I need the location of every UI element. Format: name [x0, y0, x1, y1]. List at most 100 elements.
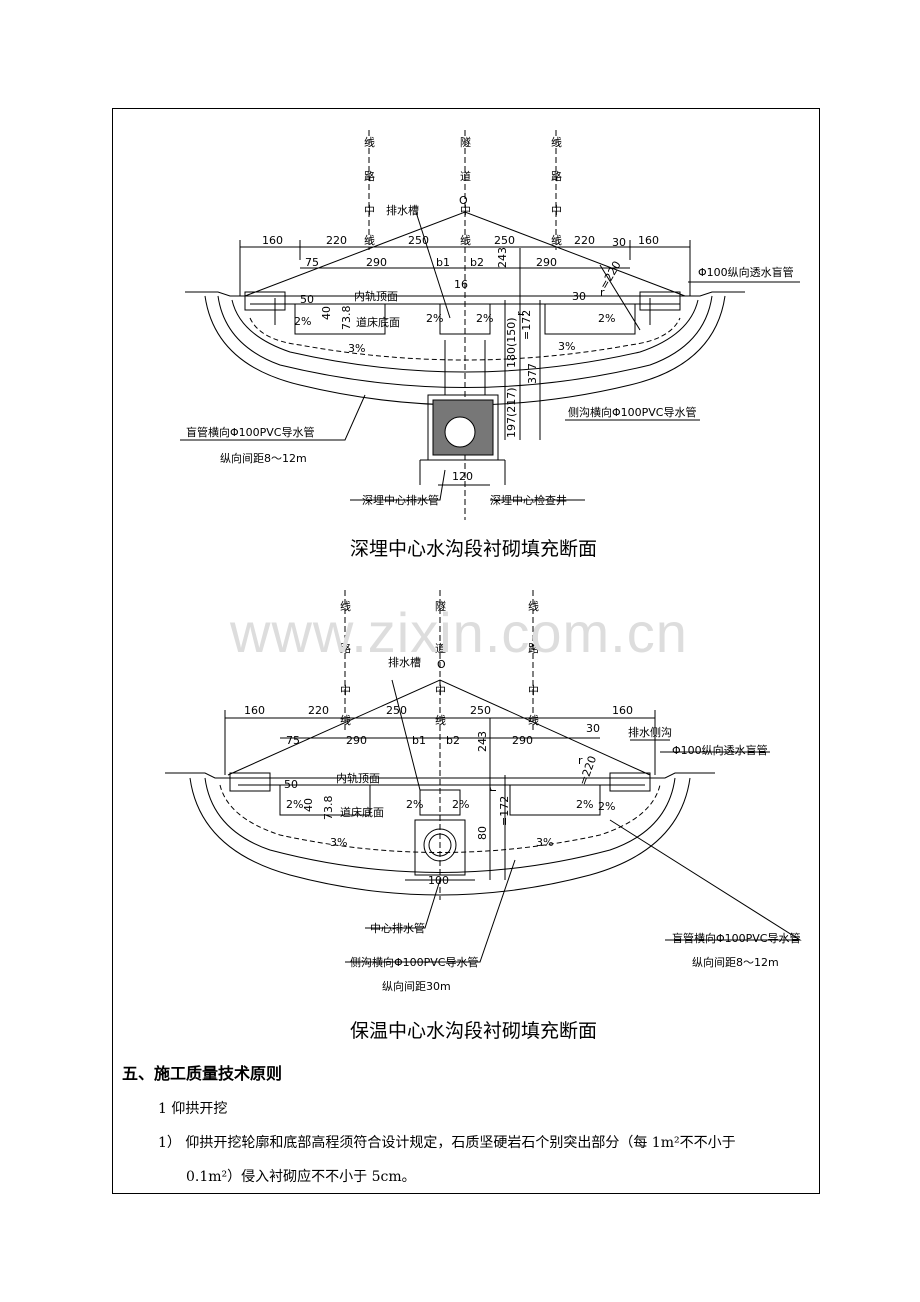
page-frame	[112, 108, 820, 1194]
f1-dim-19: 2%	[598, 312, 615, 325]
f2-dim-2: 250	[386, 704, 407, 717]
f1-dim-7: 290	[366, 256, 387, 269]
f2-dim-5: 75	[286, 734, 300, 747]
f2-vlabel-2-3: 线	[528, 713, 539, 727]
f2-vlabel-0-0: 线	[340, 599, 351, 613]
f2-dim-17: 2%	[576, 798, 593, 811]
f1-dim-14: 40	[320, 306, 333, 320]
f1-dim-21: 3%	[558, 340, 575, 353]
f2-dim-6: 290	[346, 734, 367, 747]
figure-2-caption: 保温中心水沟段衬砌填充断面	[350, 1020, 598, 1042]
f1-vlabel-1-3: 线	[460, 233, 471, 247]
f2-blind-cross2: 纵向间距8～12m	[692, 955, 779, 969]
figure-1-caption: 深埋中心水沟段衬砌填充断面	[350, 538, 598, 560]
f1-dim-3: 250	[494, 234, 515, 247]
f2-vlabel-2-2: 中	[528, 684, 539, 697]
f2-dim-0: 160	[244, 704, 265, 717]
f1-side-pipe: 侧沟横向Φ100PVC导水管	[568, 405, 697, 419]
f2-vlabel-0-2: 中	[340, 684, 351, 697]
f1-dim-6: 75	[305, 256, 319, 269]
f1-vlabel-0-2: 中	[364, 204, 375, 217]
f1-blind-cross1: 盲管横向Φ100PVC导水管	[186, 425, 315, 439]
f1-dim-23: 30	[612, 236, 626, 249]
f2-rs-val: =172	[498, 796, 511, 826]
f1-vlabel-1-1: 道	[460, 169, 471, 183]
paragraph-1-line-1: 1） 仰拱开挖轮廓和底部高程须符合设计规定，石质坚硬岩石个别突出部分（每 1m²…	[158, 1135, 736, 1151]
section-title: 五、施工质量技术原则	[122, 1064, 283, 1083]
figure-2	[165, 590, 802, 963]
f2-dim-1: 220	[308, 704, 329, 717]
watermark: www.zixin.com.cn	[230, 601, 688, 664]
f2-dim-3: 250	[470, 704, 491, 717]
f1-dim-16: 2%	[294, 315, 311, 328]
f1-dim-25: 377	[526, 363, 539, 384]
f2-side-pipe1: 侧沟横向Φ100PVC导水管	[350, 955, 479, 969]
f1-dim-17: 2%	[426, 312, 443, 325]
f2-rail-top: 内轨顶面	[336, 771, 380, 785]
f2-vlabel-2-1: 路	[528, 642, 539, 655]
f1-vlabel-2-2: 中	[551, 204, 562, 217]
f2-vlabel-0-1: 路	[340, 642, 351, 655]
f2-blind-cross1: 盲管横向Φ100PVC导水管	[672, 931, 801, 945]
f1-vlabel-1-0: 隧	[460, 135, 471, 149]
f2-dim-23: 100	[428, 874, 449, 887]
f1-blind-pipe: Φ100纵向透水盲管	[698, 265, 794, 279]
f1-o: O	[459, 194, 468, 207]
f1-vlabel-0-0: 线	[364, 135, 375, 149]
f1-vlabel-0-1: 路	[364, 170, 375, 183]
f2-dim-19: 3%	[330, 836, 347, 849]
paragraph-1-line-2: 0.1m²）侵入衬砌应不不小于 5cm。	[186, 1169, 416, 1185]
f1-dim-24: 180(150)	[505, 317, 518, 368]
f1-vlabel-2-3: 线	[551, 233, 562, 247]
f1-dim-2: 250	[408, 234, 429, 247]
f1-drain-slot: 排水槽	[386, 203, 419, 217]
f2-rs: r	[486, 787, 499, 792]
f2-center-pipe: 中心排水管	[370, 921, 425, 935]
f1-center-pipe: 深埋中心排水管	[362, 493, 439, 507]
f2-dim-16: 2%	[452, 798, 469, 811]
f2-dim-21: 30	[586, 722, 600, 735]
f2-side-ditch: 排水侧沟	[628, 725, 672, 739]
f1-rail-top: 内轨顶面	[354, 289, 398, 303]
f1-dim-1: 220	[326, 234, 347, 247]
f1-dim-5: 160	[638, 234, 659, 247]
f1-dim-20: 3%	[348, 342, 365, 355]
f2-vlabel-2-0: 线	[528, 599, 539, 613]
f1-dim-13: 50	[300, 293, 314, 306]
f1-vlabel-2-0: 线	[551, 135, 562, 149]
f1-dim-22: 30	[572, 290, 586, 303]
f1-vlabel-2-1: 路	[551, 170, 562, 183]
f2-vlabel-1-3: 线	[435, 713, 446, 727]
f2-blind-pipe: Φ100纵向透水盲管	[672, 743, 768, 757]
f1-dim-9: b2	[470, 256, 484, 269]
f2-vlabel-1-0: 隧	[435, 599, 446, 613]
f2-dim-11: 50	[284, 778, 298, 791]
f1-blind-cross2: 纵向间距8～12m	[220, 451, 307, 465]
f2-dim-22: 80	[476, 826, 489, 840]
item-1: 1 仰拱开挖	[158, 1101, 228, 1117]
figure-1-text: 线 路 中 线 隧 道 中 线 线 路 中 线 O 排水槽 160 220 25…	[186, 135, 794, 507]
f1-rs: r	[514, 311, 527, 316]
f1-dim-12: 16	[454, 278, 468, 291]
f2-dim-20: 3%	[536, 836, 553, 849]
f1-r2: r	[600, 286, 605, 299]
f1-vlabel-0-3: 线	[364, 233, 375, 247]
f2-drain-slot: 排水槽	[388, 655, 421, 669]
f2-dim-12: 40	[302, 798, 315, 812]
f1-dim-8: b1	[436, 256, 450, 269]
f1-center-well: 深埋中心检查井	[490, 493, 567, 507]
f1-bed-bottom: 道床底面	[356, 315, 400, 329]
f1-vlabel-1-2: 中	[460, 204, 471, 217]
f1-dim-10: 290	[536, 256, 557, 269]
f2-dim-9: 290	[512, 734, 533, 747]
f2-r2: r	[578, 754, 583, 767]
f1-dim-26: 197(217)	[505, 387, 518, 438]
f2-dim-4: 160	[612, 704, 633, 717]
f1-dim-11: 243	[496, 247, 509, 268]
figure-1	[180, 130, 800, 520]
f2-dim-10: 243	[476, 731, 489, 752]
f2-dim-15: 2%	[406, 798, 423, 811]
f2-o: O	[437, 658, 446, 671]
f1-dim-4: 220	[574, 234, 595, 247]
